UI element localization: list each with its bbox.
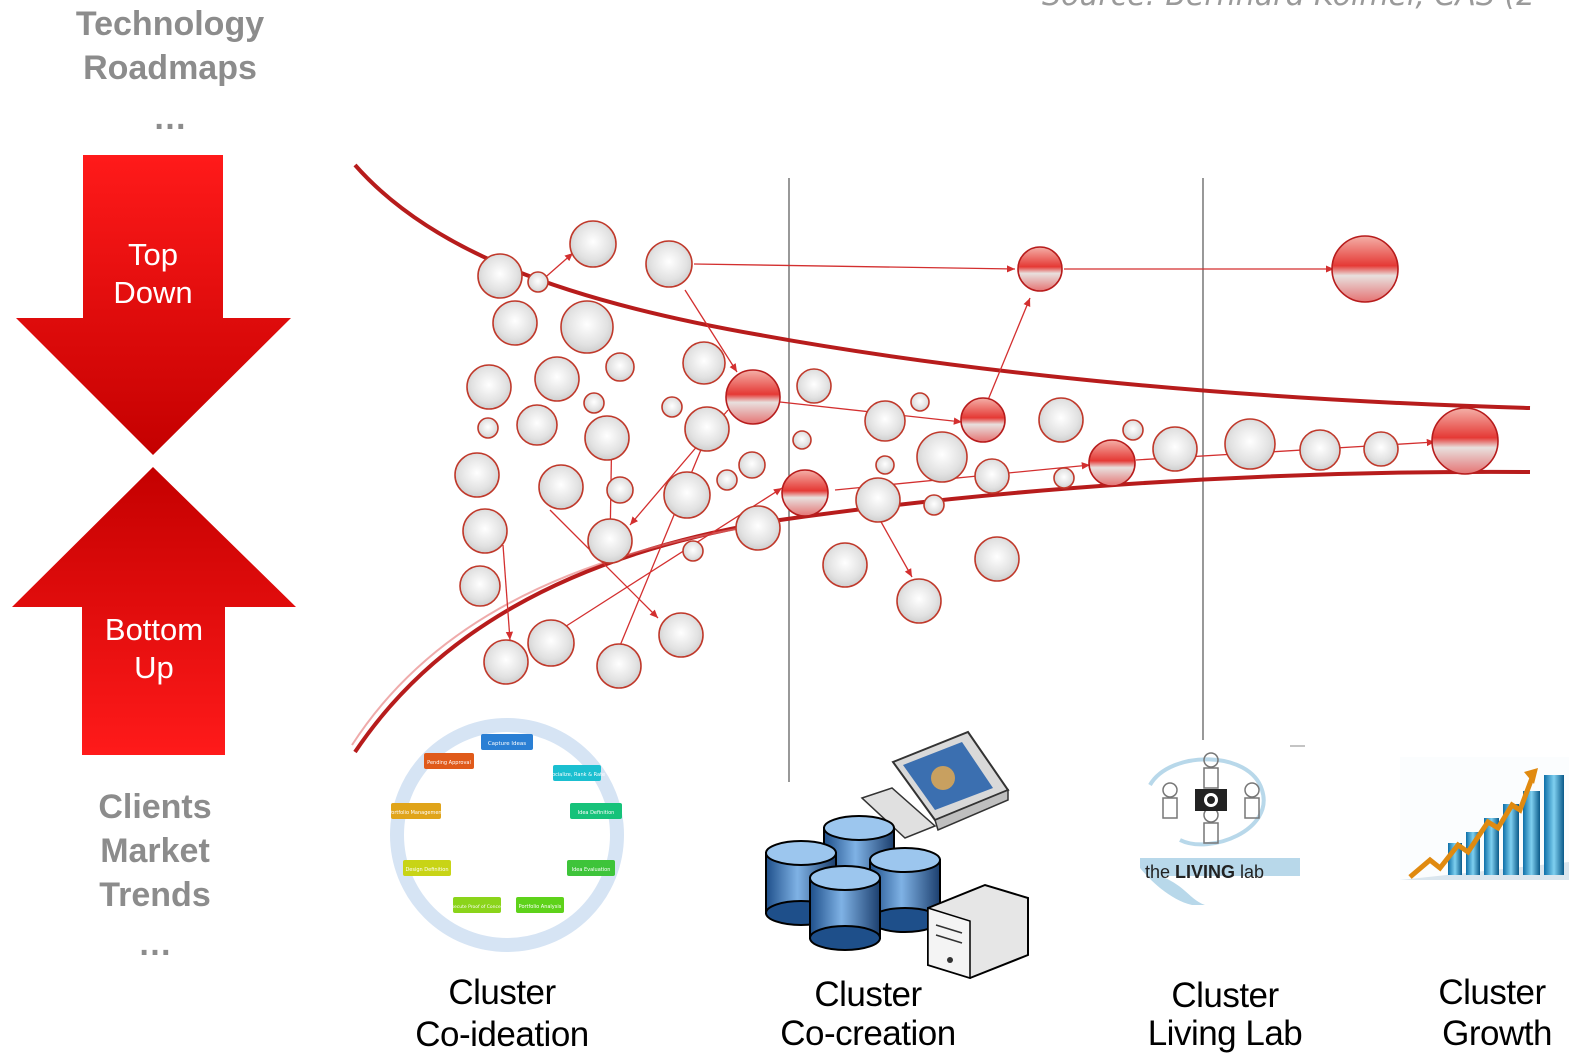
bottom-up-label-line2: Up (134, 650, 174, 685)
svg-text:Idea Definition: Idea Definition (578, 810, 615, 816)
top-label-ellipsis: … (153, 99, 187, 137)
selected-idea-bubbles (725, 235, 1499, 517)
top-down-arrow (16, 155, 291, 455)
cluster-cocreation-line2: Co-creation (780, 1014, 956, 1053)
svg-text:Capture Ideas: Capture Ideas (488, 741, 526, 747)
top-label-technology: Technology (75, 5, 265, 43)
svg-text:Idea Evaluation: Idea Evaluation (572, 867, 611, 873)
svg-text:Portfolio Analysis: Portfolio Analysis (519, 904, 562, 910)
bottom-label-ellipsis: … (138, 925, 172, 963)
bottom-label-market: Market (100, 832, 210, 870)
svg-text:the LIVING lab: the LIVING lab (1145, 862, 1264, 882)
bottom-label-clients: Clients (98, 788, 212, 826)
living-lab-logo: the LIVING lab (1140, 752, 1300, 905)
cluster-growth-line2: Growth (1442, 1014, 1552, 1053)
bottom-label-trends: Trends (99, 876, 211, 914)
cluster-coideation-line1: Cluster (448, 973, 556, 1012)
top-down-label-line1: Top (128, 237, 178, 272)
cluster-growth-line1: Cluster (1438, 973, 1546, 1012)
ideation-cycle-graphic: Capture Ideas Socialize, Rank & Rate Ide… (388, 718, 624, 952)
svg-text:Pending Approval: Pending Approval (427, 760, 471, 766)
co-creation-graphic (765, 730, 1029, 980)
cluster-livinglab-line1: Cluster (1171, 976, 1279, 1015)
bottom-up-arrow (12, 467, 296, 755)
svg-text:Design Definition: Design Definition (405, 867, 448, 873)
funnel-top-curve (353, 163, 1531, 410)
top-down-label-line2: Down (113, 275, 193, 310)
cluster-livinglab-line2: Living Lab (1147, 1014, 1303, 1053)
source-citation: Source: Bernhard Kolmel, CAS (2 (1042, 0, 1535, 13)
funnel-bottom-curve (353, 469, 1531, 754)
cluster-coideation-line2: Co-ideation (415, 1015, 589, 1054)
growth-chart-graphic (1400, 757, 1569, 880)
svg-text:Execute Proof of Concept: Execute Proof of Concept (449, 904, 506, 910)
svg-text:Socialize, Rank & Rate: Socialize, Rank & Rate (549, 772, 605, 778)
idea-bubbles (454, 220, 1399, 689)
top-label-roadmaps: Roadmaps (83, 49, 257, 87)
bottom-up-label-line1: Bottom (104, 612, 204, 647)
cluster-cocreation-line1: Cluster (814, 975, 922, 1014)
svg-text:Portfolio Management: Portfolio Management (388, 810, 443, 816)
